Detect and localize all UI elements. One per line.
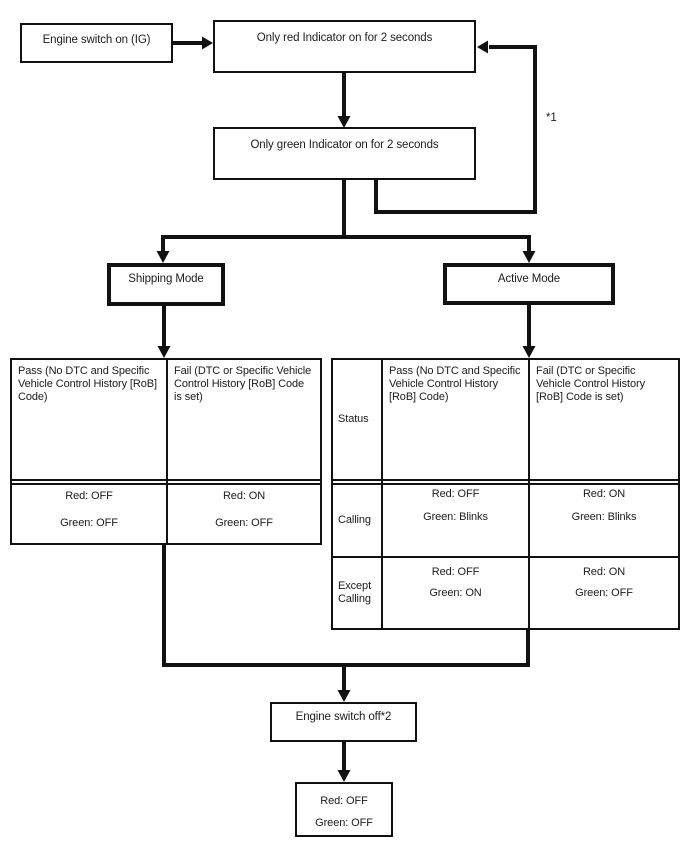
except-fail-red-status: Red: ON xyxy=(582,566,626,578)
engine-switch-on-label: Engine switch on (IG) xyxy=(42,34,151,46)
active-pass-header-cell: Pass (No DTC and Specific Vehicle Contro… xyxy=(383,360,528,479)
engine-switch-on-box: Engine switch on (IG) xyxy=(20,23,173,63)
engine-switch-off-label: Engine switch off*2 xyxy=(295,711,392,723)
arrow-merge-to-engine-off xyxy=(337,665,351,702)
arrow-red-to-green xyxy=(337,73,351,128)
active-pass-header: Pass (No DTC and Specific Vehicle Contro… xyxy=(389,365,521,403)
shipping-table-column-divider xyxy=(166,360,168,543)
active-except-calling-label: Except Calling xyxy=(338,580,372,605)
active-status-cell: Status xyxy=(333,360,381,479)
active-fail-header: Fail (DTC or Specific Vehicle Control Hi… xyxy=(536,365,645,403)
shipping-fail-red-status: Red: ON xyxy=(222,490,266,502)
shipping-table-row-divider xyxy=(12,479,320,485)
shipping-fail-result-cell: Red: ON Green: OFF xyxy=(168,485,320,543)
except-pass-red-status: Red: OFF xyxy=(431,566,480,578)
active-calling-label: Calling xyxy=(338,514,371,526)
except-fail-green-status: Green: OFF xyxy=(575,587,633,599)
active-mode-table: Status Pass (No DTC and Specific Vehicle… xyxy=(331,358,680,630)
active-table-column-divider-2 xyxy=(528,360,530,628)
active-except-pass-cell: Red: OFF Green: ON xyxy=(383,558,528,628)
active-fail-header-cell: Fail (DTC or Specific Vehicle Control Hi… xyxy=(530,360,678,479)
green-indicator-label: Only green Indicator on for 2 seconds xyxy=(250,139,439,151)
active-calling-pass-cell: Red: OFF Green: Blinks xyxy=(383,485,528,556)
final-red-status: Red: OFF xyxy=(320,795,368,807)
active-calling-fail-cell: Red: ON Green: Blinks xyxy=(530,485,678,556)
active-mode-box: Active Mode xyxy=(443,263,615,305)
shipping-fail-header: Fail (DTC or Specific Vehicle Control Hi… xyxy=(174,365,312,403)
active-table-column-divider-1 xyxy=(381,360,383,628)
final-green-status: Green: OFF xyxy=(315,817,373,829)
active-table-row-divider-1 xyxy=(333,479,678,485)
calling-fail-green-status: Green: Blinks xyxy=(571,511,637,523)
shipping-fail-header-cell: Fail (DTC or Specific Vehicle Control Hi… xyxy=(168,360,320,479)
shipping-mode-box: Shipping Mode xyxy=(107,263,225,306)
shipping-mode-table: Pass (No DTC and Specific Vehicle Contro… xyxy=(10,358,322,545)
active-calling-cell: Calling xyxy=(333,485,381,556)
except-pass-green-status: Green: ON xyxy=(429,587,482,599)
shipping-pass-header-cell: Pass (No DTC and Specific Vehicle Contro… xyxy=(12,360,166,479)
active-mode-label: Active Mode xyxy=(497,273,561,285)
branch-split-line xyxy=(156,180,536,263)
green-indicator-box: Only green Indicator on for 2 seconds xyxy=(213,127,476,180)
active-status-label: Status xyxy=(338,413,369,425)
loop-note-star1: *1 xyxy=(546,112,557,124)
arrow-engine-off-to-final xyxy=(337,742,351,782)
shipping-pass-header: Pass (No DTC and Specific Vehicle Contro… xyxy=(18,365,157,403)
calling-fail-red-status: Red: ON xyxy=(582,488,626,500)
final-indicator-state-box: Red: OFF Green: OFF xyxy=(295,782,393,837)
engine-switch-off-box: Engine switch off*2 xyxy=(270,702,417,742)
shipping-pass-green-status: Green: OFF xyxy=(60,517,118,529)
active-except-fail-cell: Red: ON Green: OFF xyxy=(530,558,678,628)
shipping-fail-green-status: Green: OFF xyxy=(215,517,273,529)
arrow-shipping-to-table xyxy=(157,306,171,358)
shipping-pass-red-status: Red: OFF xyxy=(65,490,113,502)
active-table-row-divider-2 xyxy=(333,556,678,558)
red-indicator-label: Only red Indicator on for 2 seconds xyxy=(256,32,433,44)
shipping-mode-label: Shipping Mode xyxy=(128,273,204,285)
active-except-calling-cell: Except Calling xyxy=(333,558,381,628)
calling-pass-red-status: Red: OFF xyxy=(431,488,480,500)
calling-pass-green-status: Green: Blinks xyxy=(423,511,488,523)
arrow-active-to-table xyxy=(522,305,536,358)
arrow-engine-on-to-red xyxy=(173,36,213,50)
red-indicator-box: Only red Indicator on for 2 seconds xyxy=(213,20,476,73)
shipping-pass-result-cell: Red: OFF Green: OFF xyxy=(12,485,166,543)
